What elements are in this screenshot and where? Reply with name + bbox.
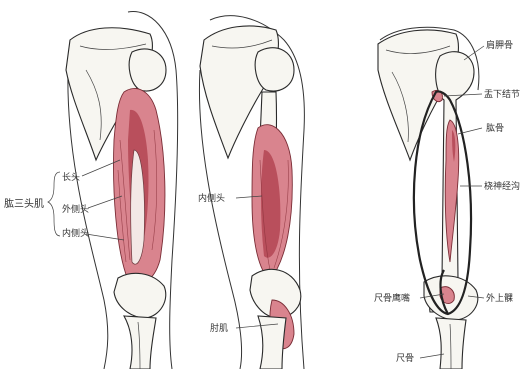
label-anconeus: 肘肌 — [210, 323, 228, 334]
figure-2 — [199, 16, 304, 369]
label-triceps: 肱三头肌 — [4, 198, 44, 210]
label-lateral-epicondyle: 外上髁 — [486, 292, 513, 304]
label-ulna: 尺骨 — [396, 353, 414, 364]
figure-1 — [66, 12, 178, 369]
elbow-bone — [114, 273, 166, 318]
label-infraglenoid-tubercle: 盂下结节 — [484, 88, 520, 100]
humerus-head — [129, 49, 166, 91]
label-radial-groove: 桡神经沟 — [484, 180, 520, 192]
forearm-bone-2 — [258, 316, 286, 369]
label-long-head: 长头 — [62, 171, 80, 183]
label-scapula: 肩胛骨 — [486, 39, 513, 51]
label-medial-head: 内侧头 — [62, 227, 89, 239]
triceps-brace — [48, 172, 60, 236]
label-lateral-head: 外侧头 — [62, 203, 89, 215]
humerus-head-2 — [255, 48, 294, 91]
figure-3 — [378, 27, 479, 369]
label-humerus: 肱骨 — [486, 123, 504, 134]
label-olecranon: 尺骨鹰嘴 — [374, 292, 410, 304]
label-medial-head-2: 内侧头 — [198, 192, 225, 204]
